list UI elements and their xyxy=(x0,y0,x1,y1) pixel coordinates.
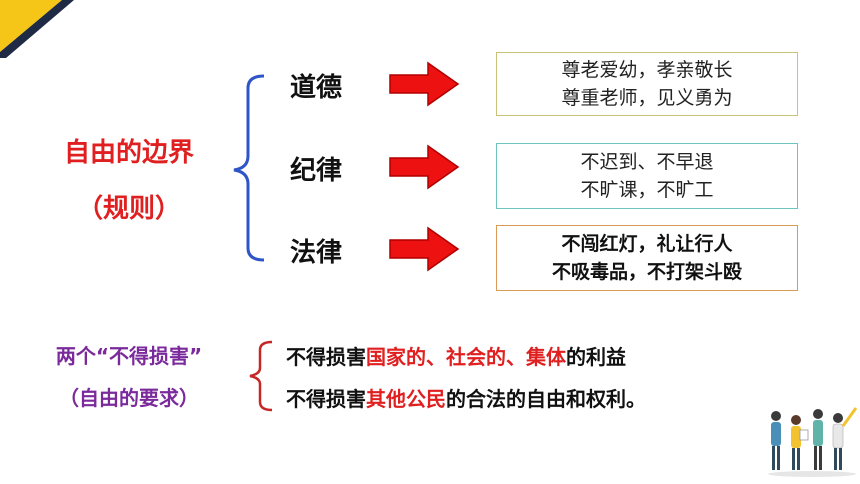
requirements-brace xyxy=(249,340,273,412)
requirement-line-2: 不得损害其他公民的合法的自由和权利。 xyxy=(286,383,646,412)
requirements-subtitle: （自由的要求） xyxy=(59,386,199,410)
law-line-1: 不闯红灯，礼让行人 xyxy=(561,233,733,255)
req1-prefix: 不得损害 xyxy=(286,345,366,369)
arrow-icon xyxy=(389,61,460,107)
arrow-icon xyxy=(389,144,460,190)
discipline-line-2: 不旷课，不旷工 xyxy=(580,179,714,201)
requirements-title: 两个“不得损害” xyxy=(55,344,203,368)
topic-title: 自由的边界 xyxy=(63,138,194,168)
law-line-2: 不吸毒品，不打架斗殴 xyxy=(551,261,742,283)
req1-highlight: 国家的、社会的、集体 xyxy=(366,345,566,369)
discipline-line-1: 不迟到、不早退 xyxy=(580,151,714,173)
topic-subtitle: （规则） xyxy=(76,194,181,224)
req2-suffix: 的合法的自由和权利。 xyxy=(446,387,646,411)
req1-suffix: 的利益 xyxy=(566,345,626,369)
law-box: 不闯红灯，礼让行人 不吸毒品，不打架斗殴 xyxy=(496,225,798,291)
category-law: 法律 xyxy=(290,238,343,268)
arrow-icon xyxy=(389,226,460,272)
req2-highlight: 其他公民 xyxy=(366,387,446,411)
morality-box: 尊老爱幼，孝亲敬长 尊重老师，见义勇为 xyxy=(496,52,798,116)
discipline-box: 不迟到、不早退 不旷课，不旷工 xyxy=(496,143,798,209)
people-illustration xyxy=(768,407,858,477)
morality-line-1: 尊老爱幼，孝亲敬长 xyxy=(561,59,733,81)
category-morality: 道德 xyxy=(290,73,343,103)
corner-decoration xyxy=(0,0,74,58)
category-discipline: 纪律 xyxy=(290,156,343,186)
req2-prefix: 不得损害 xyxy=(286,387,366,411)
category-brace xyxy=(233,74,265,262)
morality-line-2: 尊重老师，见义勇为 xyxy=(561,87,733,109)
requirement-line-1: 不得损害国家的、社会的、集体的利益 xyxy=(286,341,626,370)
